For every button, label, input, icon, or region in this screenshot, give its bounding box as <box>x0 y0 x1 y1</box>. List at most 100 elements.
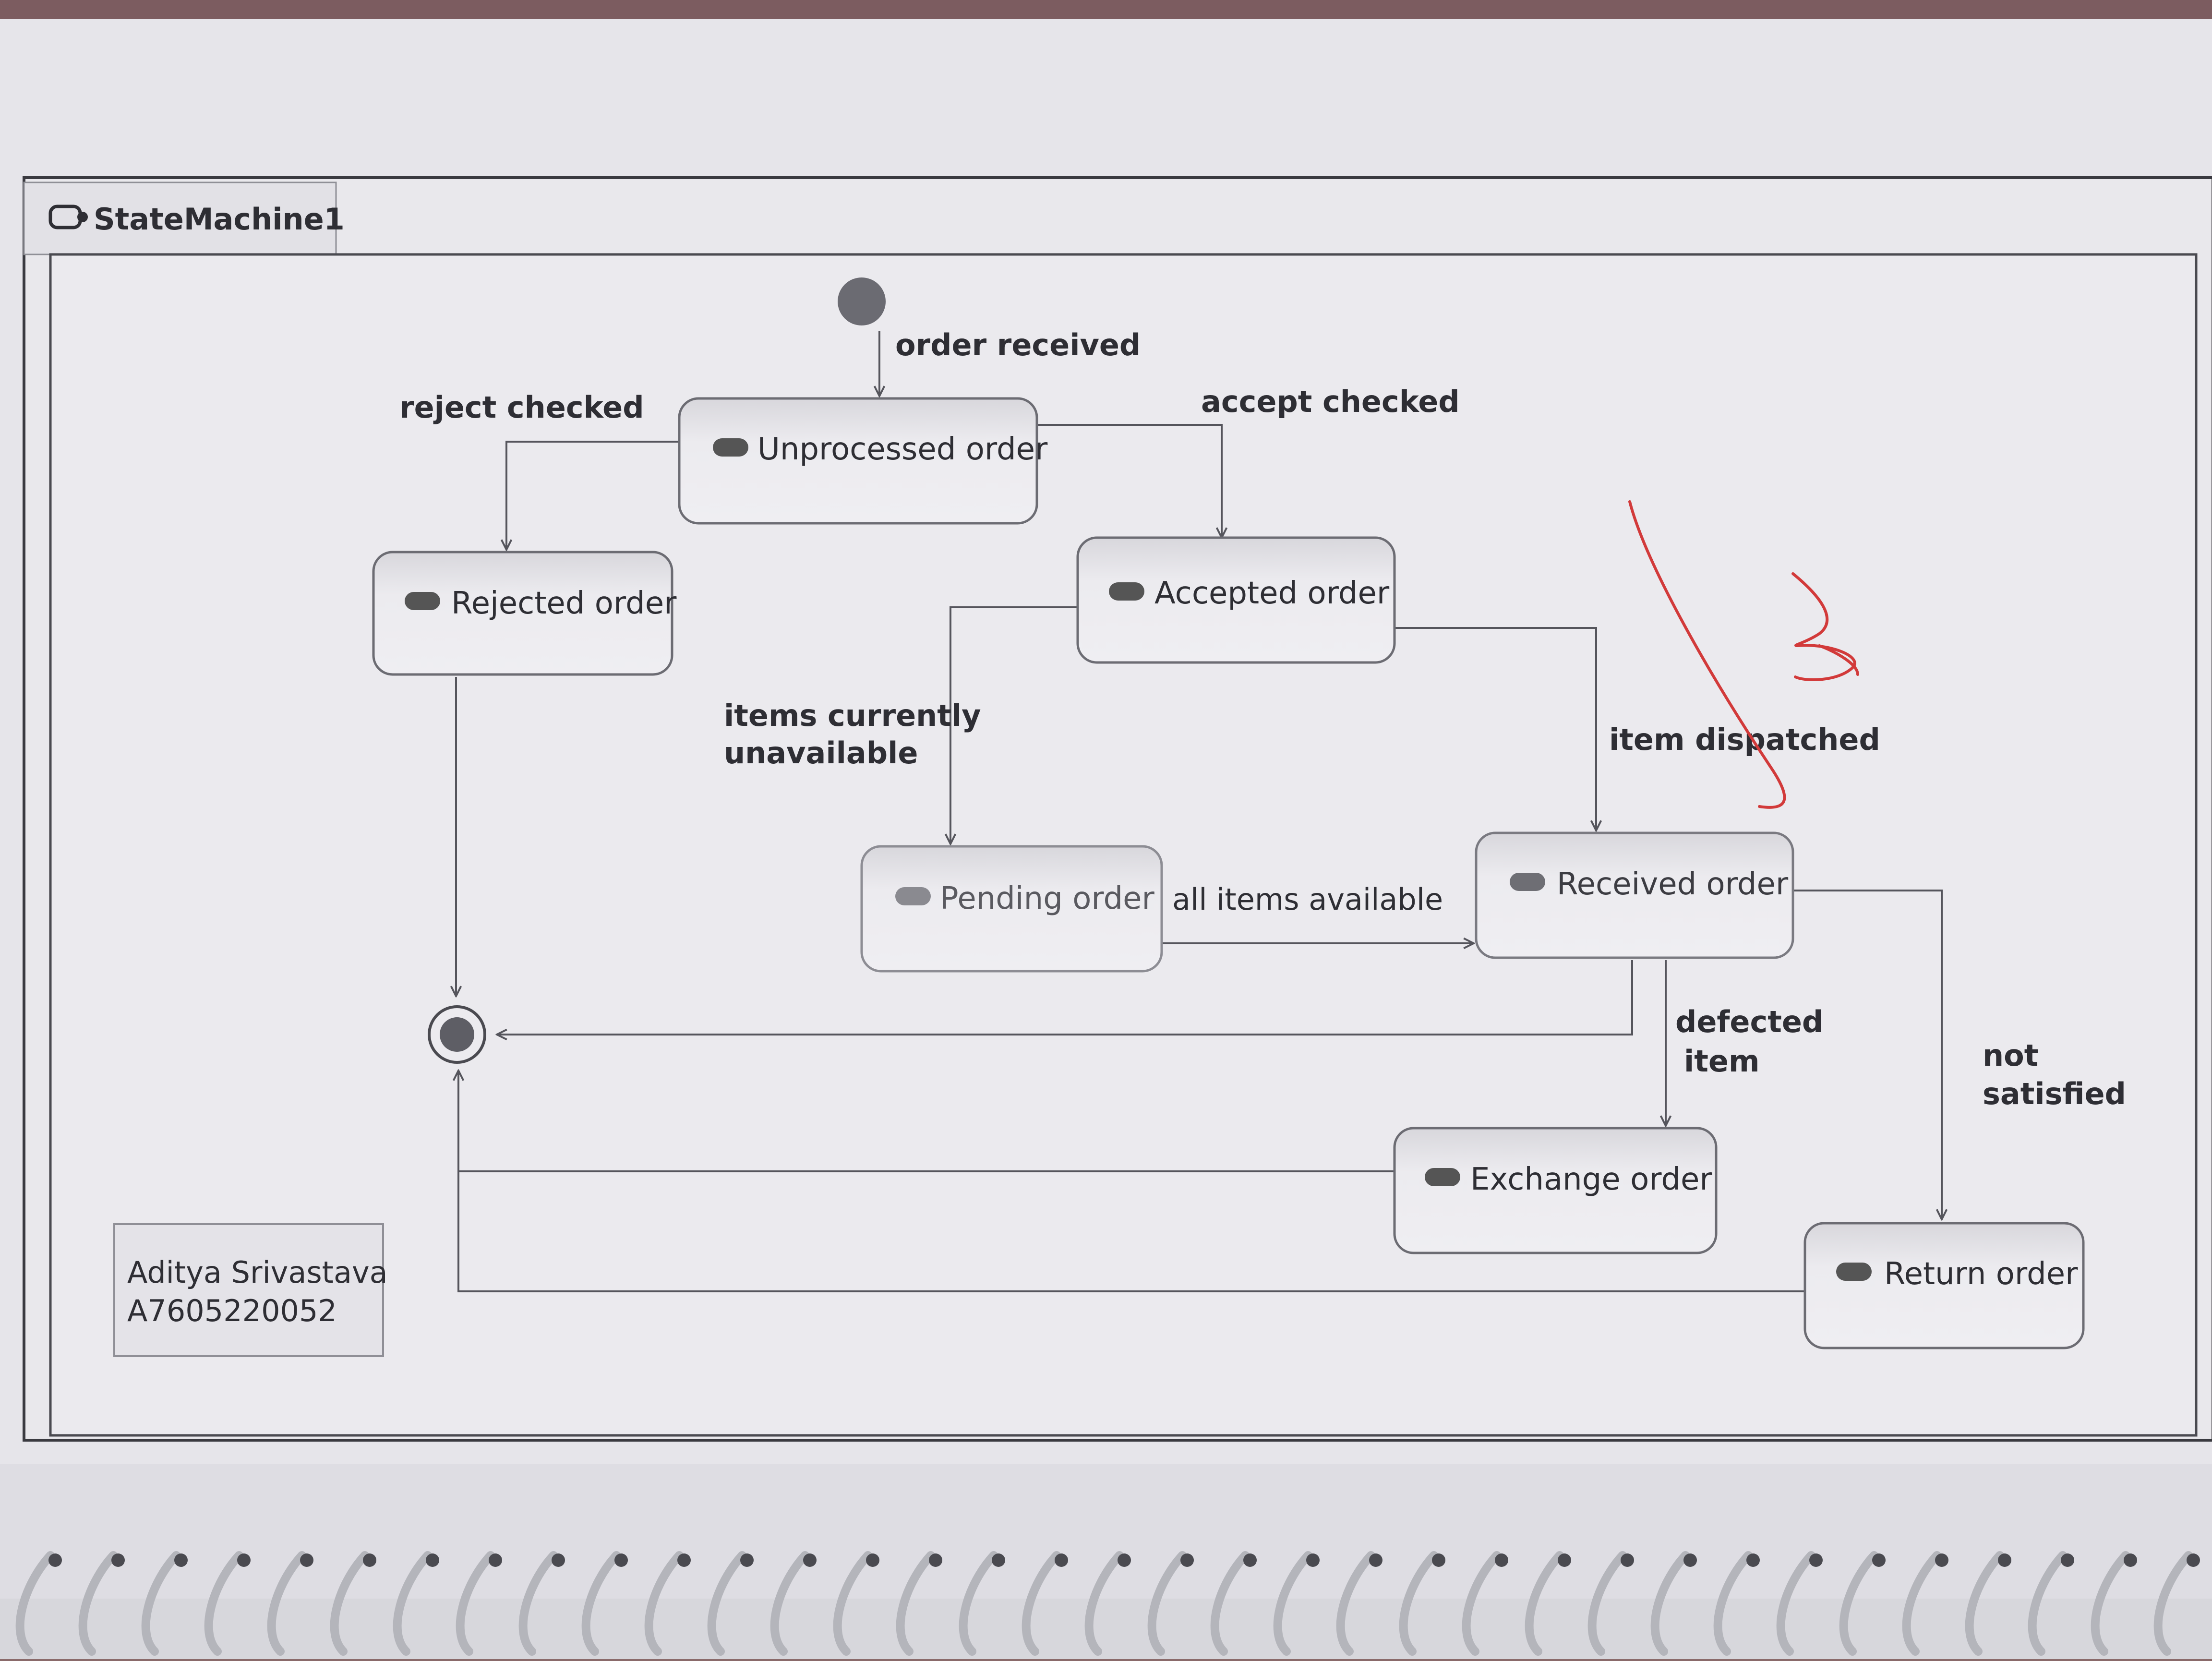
state-accepted-order[interactable]: Accepted order <box>1076 536 1396 664</box>
spiral-coils <box>15 1551 2200 1656</box>
binding-hole <box>1118 1553 1131 1567</box>
transition-lines <box>456 331 1942 1292</box>
binding-hole <box>1495 1553 1508 1567</box>
label-order-received: order received <box>895 327 1141 362</box>
binding-hole <box>614 1553 628 1567</box>
binding-hole <box>111 1553 125 1567</box>
state-unprocessed-order[interactable]: Unprocessed order <box>678 397 1048 525</box>
state-label: Rejected order <box>451 586 677 621</box>
binding-hole <box>1621 1553 1634 1567</box>
label-all-items-available: all items available <box>1172 882 1443 917</box>
binding-hole <box>1809 1553 1823 1567</box>
spiral-coil <box>1839 1551 1878 1656</box>
spiral-coil <box>1650 1551 1690 1656</box>
transition-return-to-final <box>457 1171 1805 1292</box>
binding-hole <box>1935 1553 1948 1567</box>
spiral-coil <box>581 1551 621 1656</box>
label-items-unavailable-line1: items currently <box>724 698 981 733</box>
binding-hole <box>1558 1553 1571 1567</box>
spiral-coil <box>330 1551 369 1656</box>
spiral-coil <box>1022 1551 1061 1656</box>
binding-hole <box>1998 1553 2011 1567</box>
label-accept-checked: accept checked <box>1201 384 1460 419</box>
state-icon <box>1109 582 1144 601</box>
spiral-coil <box>204 1551 243 1656</box>
spiral-coil <box>78 1551 118 1656</box>
transition-received-to-final <box>497 960 1633 1035</box>
binding-hole <box>1369 1553 1382 1567</box>
frame-title: StateMachine1 <box>94 202 345 237</box>
spiral-coil <box>1776 1551 1815 1656</box>
spiral-coil <box>644 1551 684 1656</box>
state-icon <box>1510 873 1545 891</box>
spiral-coil <box>1147 1551 1187 1656</box>
binding-hole <box>174 1553 188 1567</box>
binding-hole <box>929 1553 942 1567</box>
author-note: Aditya Srivastava A7605220052 <box>113 1223 388 1357</box>
spiral-coil <box>1462 1551 1501 1656</box>
spiral-coil <box>1587 1551 1627 1656</box>
spiral-coil <box>896 1551 935 1656</box>
binding-hole <box>48 1553 62 1567</box>
binding-hole <box>300 1553 313 1567</box>
spiral-coil <box>2091 1551 2130 1656</box>
spiral-coil <box>1713 1551 1753 1656</box>
spiral-coil <box>1525 1551 1564 1656</box>
transition-not-satisfied <box>1793 890 1942 1219</box>
transition-reject-checked <box>506 441 679 550</box>
state-label: Received order <box>1557 867 1789 902</box>
binding-hole <box>426 1553 439 1567</box>
state-received-order[interactable]: Received order <box>1475 831 1794 959</box>
binding-hole <box>363 1553 376 1567</box>
binding-hole <box>866 1553 879 1567</box>
spiral-coil <box>1336 1551 1375 1656</box>
state-rejected-order[interactable]: Rejected order <box>372 551 677 676</box>
binding-hole <box>1432 1553 1445 1567</box>
state-label: Return order <box>1884 1256 2078 1292</box>
spiral-coil <box>770 1551 809 1656</box>
spiral-coil <box>456 1551 495 1656</box>
frame-title-tab <box>23 181 337 255</box>
state-label: Pending order <box>940 881 1155 916</box>
spiral-coil <box>267 1551 306 1656</box>
label-not-satisfied-line1: not <box>1983 1038 2038 1073</box>
binding-hole <box>1243 1553 1257 1567</box>
state-return-order[interactable]: Return order <box>1803 1222 2085 1349</box>
spiral-coil <box>1902 1551 1941 1656</box>
label-defected-line1: defected <box>1675 1004 1823 1039</box>
state-icon <box>405 592 440 610</box>
transition-items-unavailable <box>950 606 1078 844</box>
author-name: Aditya Srivastava <box>127 1255 388 1290</box>
binding-hole <box>237 1553 251 1567</box>
binding-hole <box>1306 1553 1320 1567</box>
spiral-coil <box>1084 1551 1124 1656</box>
state-exchange-order[interactable]: Exchange order <box>1393 1127 1718 1254</box>
spiral-coil <box>141 1551 180 1656</box>
state-icon <box>895 887 931 905</box>
binding-hole <box>489 1553 502 1567</box>
binding-hole <box>2061 1553 2074 1567</box>
state-label: Unprocessed order <box>757 432 1048 467</box>
author-id: A7605220052 <box>127 1293 337 1328</box>
label-defected-line2: item <box>1684 1044 1760 1079</box>
state-icon <box>713 438 748 457</box>
label-items-unavailable-line2: unavailable <box>724 735 918 770</box>
spiral-coil <box>959 1551 998 1656</box>
binding-hole <box>2124 1553 2137 1567</box>
state-label: Exchange order <box>1470 1162 1712 1197</box>
state-pending-order[interactable]: Pending order <box>860 845 1163 973</box>
red-pen-annotation <box>1628 500 1859 809</box>
label-not-satisfied-line2: satisfied <box>1983 1076 2126 1111</box>
binding-hole <box>552 1553 565 1567</box>
state-label: Accepted order <box>1154 576 1390 611</box>
binding-hole <box>803 1553 817 1567</box>
transition-item-dispatched <box>1395 627 1596 830</box>
state-icon <box>1836 1263 1872 1281</box>
spiral-coil <box>707 1551 746 1656</box>
spiral-coil <box>15 1551 55 1656</box>
binding-hole <box>740 1553 754 1567</box>
binding-hole <box>1872 1553 1886 1567</box>
binding-hole <box>2187 1553 2200 1567</box>
